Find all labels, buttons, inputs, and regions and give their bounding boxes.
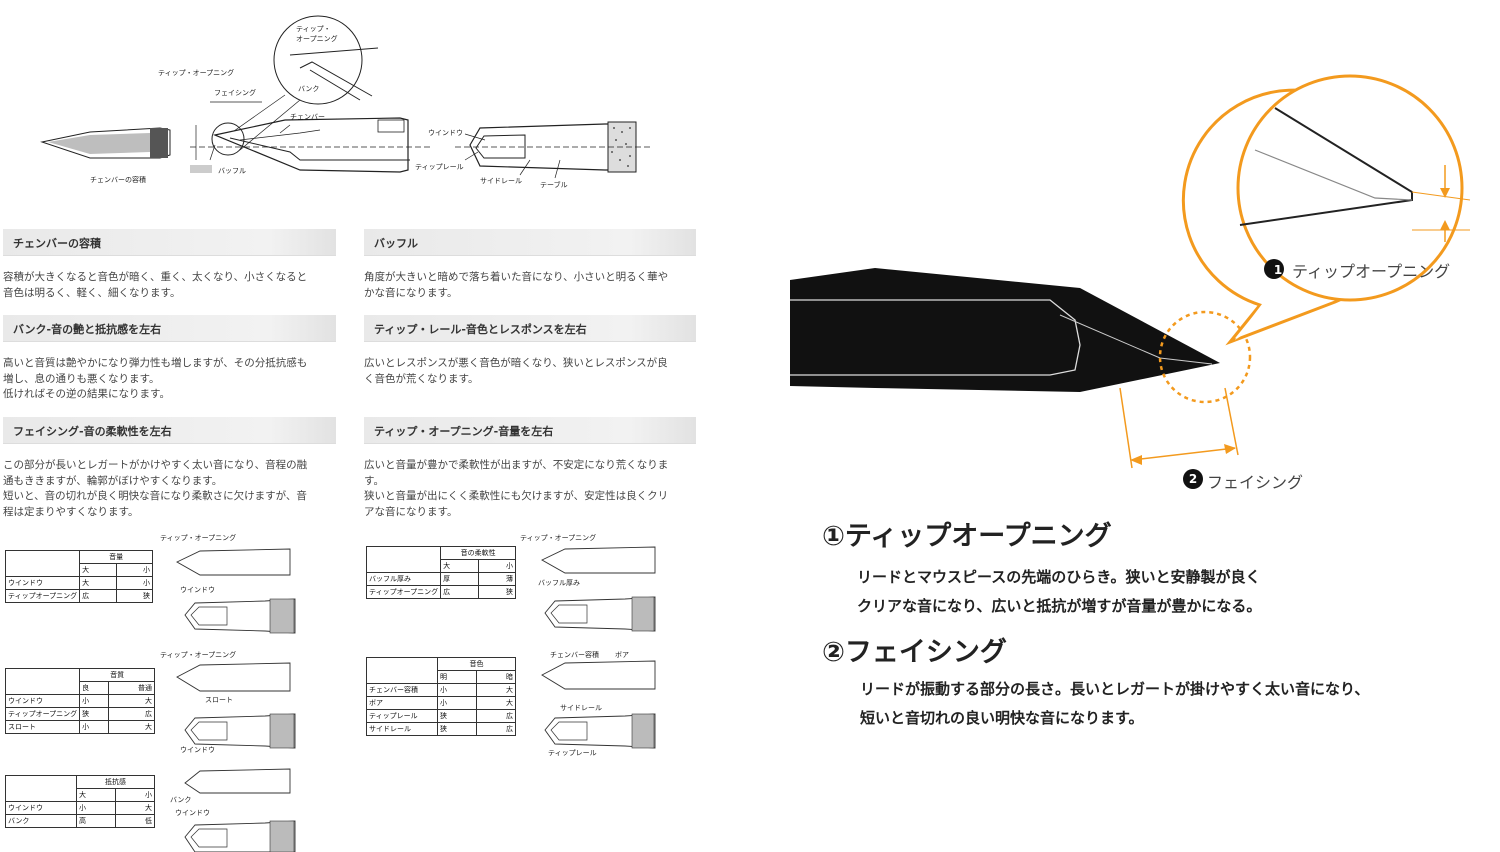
section-text-tip-opening: 広いと音量が豊かで柔軟性が出ますが、不安定になり荒くなりま す。 狭いと音量が出…	[364, 459, 669, 518]
scale-left: 大	[76, 788, 116, 802]
table-row: バンク高低	[5, 814, 155, 828]
section-title: ティップ・レール-音色とレスポンスを左右	[374, 323, 587, 336]
label-tip-rail: ティップレール	[415, 163, 464, 171]
table-row: ティップオープニング広狭	[365, 585, 517, 599]
label-chamber-volume: チェンバーの容積	[90, 176, 146, 184]
table-header: 音質	[79, 668, 155, 682]
section-header-baffle: バッフル	[364, 229, 696, 256]
table-row: ウインドウ小大	[5, 801, 155, 815]
section-text-bank: 高いと音質は艶やかになり弾力性も増しますが、その分抵抗感も 増し、息の通りも悪く…	[3, 357, 308, 400]
label-window: ウインドウ	[428, 129, 463, 137]
table-row: ティップオープニング広狭	[4, 589, 154, 603]
sketch-label-tip-opening-2: ティップ・オープニング	[160, 651, 237, 659]
small-sketches-right	[541, 546, 656, 749]
table-tone-color: 音色 明暗 チェンバー容積小大 ボア小大 ティップレール狭広 サイドレール狭広	[366, 657, 516, 736]
section-text-chamber: 容積が大きくなると音色が暗く、重く、太くなり、小さくなると 音色は明るく、軽く、…	[3, 271, 308, 299]
sketch-label-chamber-volume: チェンバー容積	[550, 651, 599, 659]
section-header-chamber: チェンバーの容積	[3, 229, 336, 256]
section-header-bank: バンク-音の艶と抵抗感を左右	[3, 315, 336, 342]
sketch-label-tip-opening: ティップ・オープニング	[160, 534, 237, 542]
label-side-rail: サイドレール	[480, 177, 522, 185]
section-title: バッフル	[374, 237, 418, 250]
body-tip-opening-2: クリアな音になり、広いと抵抗が増すが音量が豊かになる。	[857, 597, 1262, 615]
scale-left: 大	[440, 559, 479, 573]
sketch-label-window-2: ウインドウ	[180, 746, 215, 754]
label-baffle: バッフル	[218, 167, 246, 175]
label-chamber: チェンバー	[290, 113, 325, 121]
table-header: 音の柔軟性	[440, 546, 516, 560]
label-tip-opening-inset: ティップ・ オープニング	[296, 25, 338, 43]
sketch-label-side-rail: サイドレール	[560, 704, 602, 712]
label-tip-opening: ティップ・オープニング	[158, 69, 235, 77]
sketch-label-tip-opening-r: ティップ・オープニング	[520, 534, 597, 542]
table-row: チェンバー容積小大	[366, 683, 516, 697]
sketch-label-tip-rail: ティップレール	[548, 749, 597, 757]
table-row: ボア小大	[366, 696, 516, 710]
scale-right: 小	[115, 788, 155, 802]
heading-tip-opening: ①ティップオープニング	[822, 521, 1112, 552]
section-text-facing: この部分が長いとレガートがかけやすく太い音になり、音程の融 通もききますが、輪郭…	[3, 459, 308, 518]
table-row: ティップレール狭広	[366, 709, 516, 723]
badge-1: 1	[1273, 263, 1283, 277]
label-facing: フェイシング	[214, 89, 256, 97]
sketch-label-bore: ボア	[615, 651, 629, 659]
sketch-label-window: ウインドウ	[180, 586, 215, 594]
body-facing-2: 短いと音切れの良い明快な音になります。	[860, 709, 1144, 727]
section-title: バンク-音の艶と抵抗感を左右	[13, 323, 162, 336]
section-title: ティップ・オープニング-音量を左右	[374, 425, 554, 438]
section-header-tip-rail: ティップ・レール-音色とレスポンスを左右	[364, 315, 696, 342]
scale-right: 小	[477, 559, 517, 573]
label-table: テーブル	[540, 181, 568, 189]
table-flexibility: 音の柔軟性 大小 バッフル厚み厚薄 ティップオープニング広狭	[365, 546, 517, 599]
scale-left: 大	[79, 563, 117, 577]
table-volume: 音量 大小 ウインドウ大小 ティップオープニング広狭	[4, 550, 154, 603]
section-title: フェイシング-音の柔軟性を左右	[13, 425, 172, 438]
body-facing-1: リードが振動する部分の長さ。長いとレガートが掛けやすく太い音になり、	[860, 680, 1370, 698]
section-header-facing: フェイシング-音の柔軟性を左右	[3, 417, 336, 444]
anatomy-diagram-svg	[40, 15, 650, 179]
table-row: バッフル厚み厚薄	[365, 572, 517, 586]
sketch-label-window-3: ウインドウ	[175, 809, 210, 817]
scale-left: 良	[79, 681, 110, 695]
anatomy-diagram: ティップ・ オープニング ティップ・オープニング フェイシング バンク チェンバ…	[0, 0, 700, 215]
right-diagram	[790, 74, 1471, 489]
body-tip-opening-1: リードとマウスピースの先端のひらき。狭いと安静製が良く	[857, 568, 1261, 586]
table-row: ティップオープニング狭広	[4, 707, 155, 721]
scale-right: 普通	[108, 681, 155, 695]
table-tone-quality: 音質 良普通 ウインドウ小大 ティップオープニング狭広 スロート小大	[4, 668, 155, 734]
small-sketches-left	[176, 548, 296, 852]
sketch-label-baffle-thickness: バッフル厚み	[538, 579, 580, 587]
table-header: 音色	[437, 657, 516, 671]
sketch-label-bank: バンク	[170, 796, 192, 804]
section-text-tip-rail: 広いとレスポンスが悪く音色が暗くなり、狭いとレスポンスが良 く音色が荒くなります…	[364, 357, 668, 385]
table-row: サイドレール狭広	[366, 722, 516, 736]
sketch-label-throat: スロート	[205, 696, 233, 704]
section-header-tip-opening: ティップ・オープニング-音量を左右	[364, 417, 696, 444]
table-row: ウインドウ小大	[4, 694, 155, 708]
callout-facing: フェイシング	[1207, 473, 1304, 492]
badge-2: 2	[1188, 472, 1198, 486]
label-bank: バンク	[298, 85, 320, 93]
callout-tip-opening: ティップオープニング	[1292, 262, 1451, 281]
scale-right: 暗	[476, 670, 516, 684]
section-title: チェンバーの容積	[13, 237, 101, 250]
table-row: スロート小大	[4, 720, 155, 734]
table-row: ウインドウ大小	[4, 576, 154, 590]
scale-right: 小	[115, 563, 154, 577]
table-resistance: 抵抗感 大小 ウインドウ小大 バンク高低	[5, 775, 155, 828]
table-header: 抵抗感	[76, 775, 155, 789]
heading-facing: ②フェイシング	[822, 637, 1007, 668]
section-text-baffle: 角度が大きいと暗めで落ち着いた音になり、小さいと明るく華や かな音になります。	[364, 271, 669, 299]
table-header: 音量	[79, 550, 153, 564]
scale-left: 明	[437, 670, 477, 684]
